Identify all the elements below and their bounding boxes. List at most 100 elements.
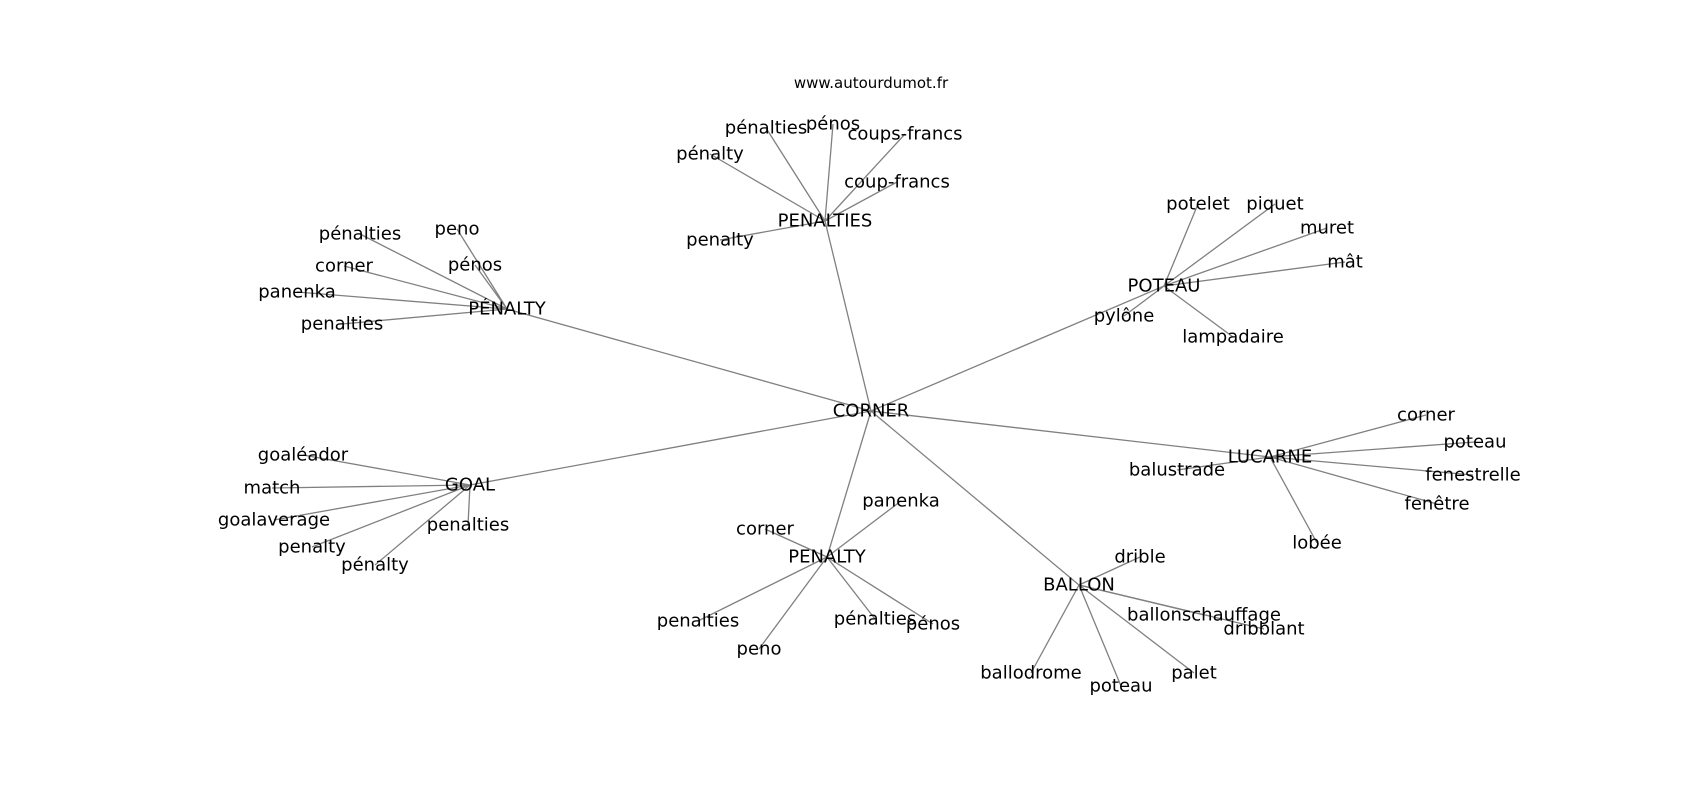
hub-node-label-lucarne-hub: LUCARNE (1228, 447, 1313, 468)
leaf-node-label: panenka (258, 282, 335, 303)
edge-center-to-penalty-hub (826, 410, 872, 558)
edge-penalty-hub-leaf-4 (826, 556, 876, 620)
leaf-node-label: match (244, 478, 301, 499)
edge-goal-hub-leaf-1 (271, 484, 471, 489)
edge-penalty-hub-leaf-3 (758, 556, 828, 650)
edge-goal-hub-leaf-0 (302, 454, 471, 486)
leaf-node-label: ballonschauffage (1127, 605, 1281, 626)
edge-penalty-accent-hub-leaf-5 (341, 308, 508, 325)
leaf-node-label: coups-francs (847, 124, 962, 145)
edge-poteau-hub-leaf-4 (1123, 285, 1165, 317)
graph-labels: CORNERPENALTIESpénaltiespénoscoups-franc… (218, 114, 1521, 697)
edge-goal-hub-leaf-2 (273, 484, 471, 521)
leaf-node-label: peno (435, 219, 480, 240)
leaf-node-label: pylône (1094, 306, 1155, 327)
leaf-node-label: pénalties (834, 609, 916, 630)
edge-penalty-hub-leaf-5 (826, 556, 934, 625)
leaf-node-label: pénalties (319, 224, 401, 245)
edge-lucarne-hub-leaf-2 (1269, 456, 1474, 476)
edge-ballon-hub-leaf-0 (1078, 556, 1141, 586)
edge-penalties-hub-leaf-1 (824, 123, 834, 222)
edge-penalty-accent-hub-leaf-2 (474, 264, 508, 310)
leaf-node-label: fenêtre (1404, 494, 1469, 515)
hub-node-label-ballon-hub: BALLON (1043, 575, 1115, 596)
edge-penalty-accent-hub-leaf-4 (296, 291, 508, 310)
leaf-node-label: ballodrome (980, 663, 1082, 684)
site-credit-text: www.autourdumot.fr (794, 74, 949, 92)
edge-center-to-penalties-hub (824, 220, 872, 412)
leaf-node-label: drible (1114, 547, 1165, 568)
edge-lucarne-hub-leaf-3 (1269, 456, 1438, 505)
leaf-node-label: goalaverage (218, 510, 330, 531)
edge-poteau-hub-leaf-3 (1163, 261, 1346, 287)
edge-poteau-hub-leaf-5 (1163, 285, 1234, 338)
edge-poteau-hub-leaf-1 (1163, 203, 1276, 287)
edge-penalties-hub-leaf-5 (719, 220, 826, 241)
leaf-node-label: fenestrelle (1425, 465, 1520, 486)
leaf-node-label: poteau (1443, 432, 1506, 453)
edge-center-to-penalty-accent-hub (506, 308, 872, 412)
edge-penalty-hub-leaf-1 (764, 528, 828, 558)
edge-ballon-hub-leaf-4 (1078, 584, 1122, 687)
hub-node-label-goal-hub: GOAL (445, 475, 495, 496)
leaf-node-label: penalty (278, 537, 346, 558)
leaf-node-label: goaléador (258, 445, 349, 466)
leaf-node-label: piquet (1246, 194, 1303, 215)
leaf-node-label: penalty (686, 230, 754, 251)
leaf-node-label: muret (1300, 218, 1354, 239)
edge-ballon-hub-leaf-2 (1078, 584, 1265, 630)
hub-node-label-poteau-hub: POTEAU (1128, 276, 1201, 297)
edge-center-to-goal-hub (469, 410, 872, 486)
edge-goal-hub-leaf-4 (374, 484, 471, 566)
edge-ballon-hub-leaf-5 (1078, 584, 1195, 674)
leaf-node-label: pénalty (676, 144, 744, 165)
edge-lucarne-hub-leaf-4 (1176, 456, 1271, 471)
leaf-node-label: mât (1327, 252, 1363, 273)
edge-poteau-hub-leaf-0 (1163, 203, 1199, 287)
edge-penalty-accent-hub-leaf-3 (343, 265, 508, 310)
hub-node-label-penalty-accent-hub: PÉNALTY (468, 298, 547, 320)
edge-penalties-hub-leaf-2 (824, 133, 906, 222)
edge-penalty-hub-leaf-2 (697, 556, 828, 622)
edge-center-to-lucarne-hub (870, 410, 1271, 458)
hub-node-label-penalty-hub: PENALTY (788, 547, 867, 568)
leaf-node-label: corner (1397, 405, 1455, 426)
edge-goal-hub-leaf-3 (311, 484, 471, 548)
leaf-node-label: penalties (301, 314, 383, 335)
edge-goal-hub-leaf-5 (467, 484, 471, 526)
graph-edges (271, 123, 1476, 687)
leaf-node-label: corner (736, 519, 794, 540)
edge-center-to-poteau-hub (870, 285, 1165, 412)
edge-penalties-hub-leaf-4 (824, 181, 898, 222)
leaf-node-label: pénalty (341, 555, 409, 576)
hub-node-label-penalties-hub: PENALTIES (778, 211, 873, 232)
leaf-node-label: potelet (1166, 194, 1230, 215)
leaf-node-label: dribblant (1223, 619, 1304, 640)
leaf-node-label: pénos (448, 255, 502, 276)
leaf-node-label: pénos (906, 614, 960, 635)
edge-lucarne-hub-leaf-0 (1269, 414, 1427, 458)
edge-penalty-accent-hub-leaf-0 (359, 233, 508, 310)
leaf-node-label: lampadaire (1182, 327, 1284, 348)
leaf-node-label: corner (315, 256, 373, 277)
leaf-node-label: coup-francs (844, 172, 950, 193)
edge-penalties-hub-leaf-3 (709, 153, 826, 222)
edge-ballon-hub-leaf-3 (1030, 584, 1080, 674)
leaf-node-label: lobée (1292, 533, 1342, 554)
leaf-node-label: palet (1171, 663, 1217, 684)
edge-penalty-hub-leaf-0 (826, 500, 902, 558)
leaf-node-label: peno (737, 639, 782, 660)
edge-penalty-accent-hub-leaf-1 (456, 228, 508, 310)
leaf-node-label: poteau (1089, 676, 1152, 697)
center-node-label: CORNER (833, 401, 910, 422)
leaf-node-label: pénalties (725, 118, 807, 139)
edge-poteau-hub-leaf-2 (1163, 227, 1328, 287)
leaf-node-label: balustrade (1129, 460, 1225, 481)
edge-lucarne-hub-leaf-5 (1269, 456, 1318, 544)
edge-lucarne-hub-leaf-1 (1269, 441, 1476, 458)
edge-center-to-ballon-hub (870, 410, 1080, 586)
leaf-node-label: penalties (657, 611, 739, 632)
edge-penalties-hub-leaf-0 (765, 127, 826, 222)
leaf-node-label: panenka (862, 491, 939, 512)
